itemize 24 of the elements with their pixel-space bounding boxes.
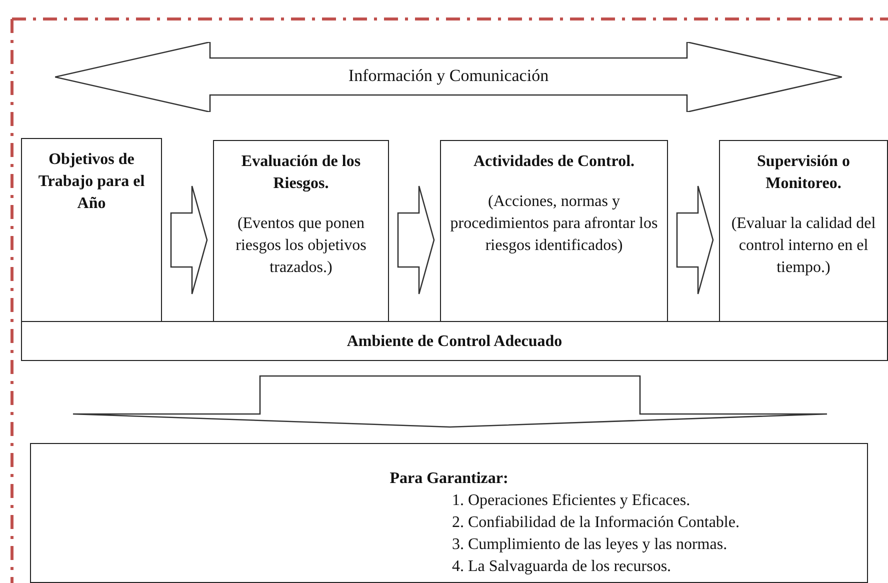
process-box [213, 140, 389, 322]
description-text: (Acciones, normas y procedimientos para afrontar los riesgos identificados) [449, 192, 659, 256]
block-arrow [676, 185, 714, 295]
heading-text: Ambiente de Control Adecuado [346, 332, 564, 352]
heading-text: Supervisión o Monitoreo. [756, 152, 851, 194]
process-box [719, 140, 888, 322]
heading-text: Evaluación de los Riesgos. [240, 152, 362, 194]
description-text: (Evaluar la calidad del control interno en el tiempo.) [730, 214, 877, 278]
heading-text: Objetivos de Trabajo para el Año [37, 150, 146, 214]
list-item: 2. Confiabilidad de la Información Contable. [452, 513, 740, 533]
block-arrow [72, 375, 828, 428]
process-box [21, 138, 162, 322]
process-box [440, 140, 668, 322]
process-box [30, 443, 868, 583]
banner-text: Información y Comunicación [347, 65, 550, 87]
heading-text: Actividades de Control. [472, 152, 636, 172]
block-arrow [170, 185, 208, 295]
list-item: 3. Cumplimiento de las leyes y las normas. [452, 535, 728, 555]
description-text: (Eventos que ponen riesgos los objetivos trazados.) [234, 214, 368, 278]
heading-text: Para Garantizar: [388, 469, 510, 489]
block-arrow [397, 185, 435, 295]
list-item: 4. La Salvaguarda de los recursos. [452, 557, 672, 577]
list-item: 1. Operaciones Eficientes y Eficaces. [452, 491, 692, 511]
band-box [21, 321, 888, 361]
